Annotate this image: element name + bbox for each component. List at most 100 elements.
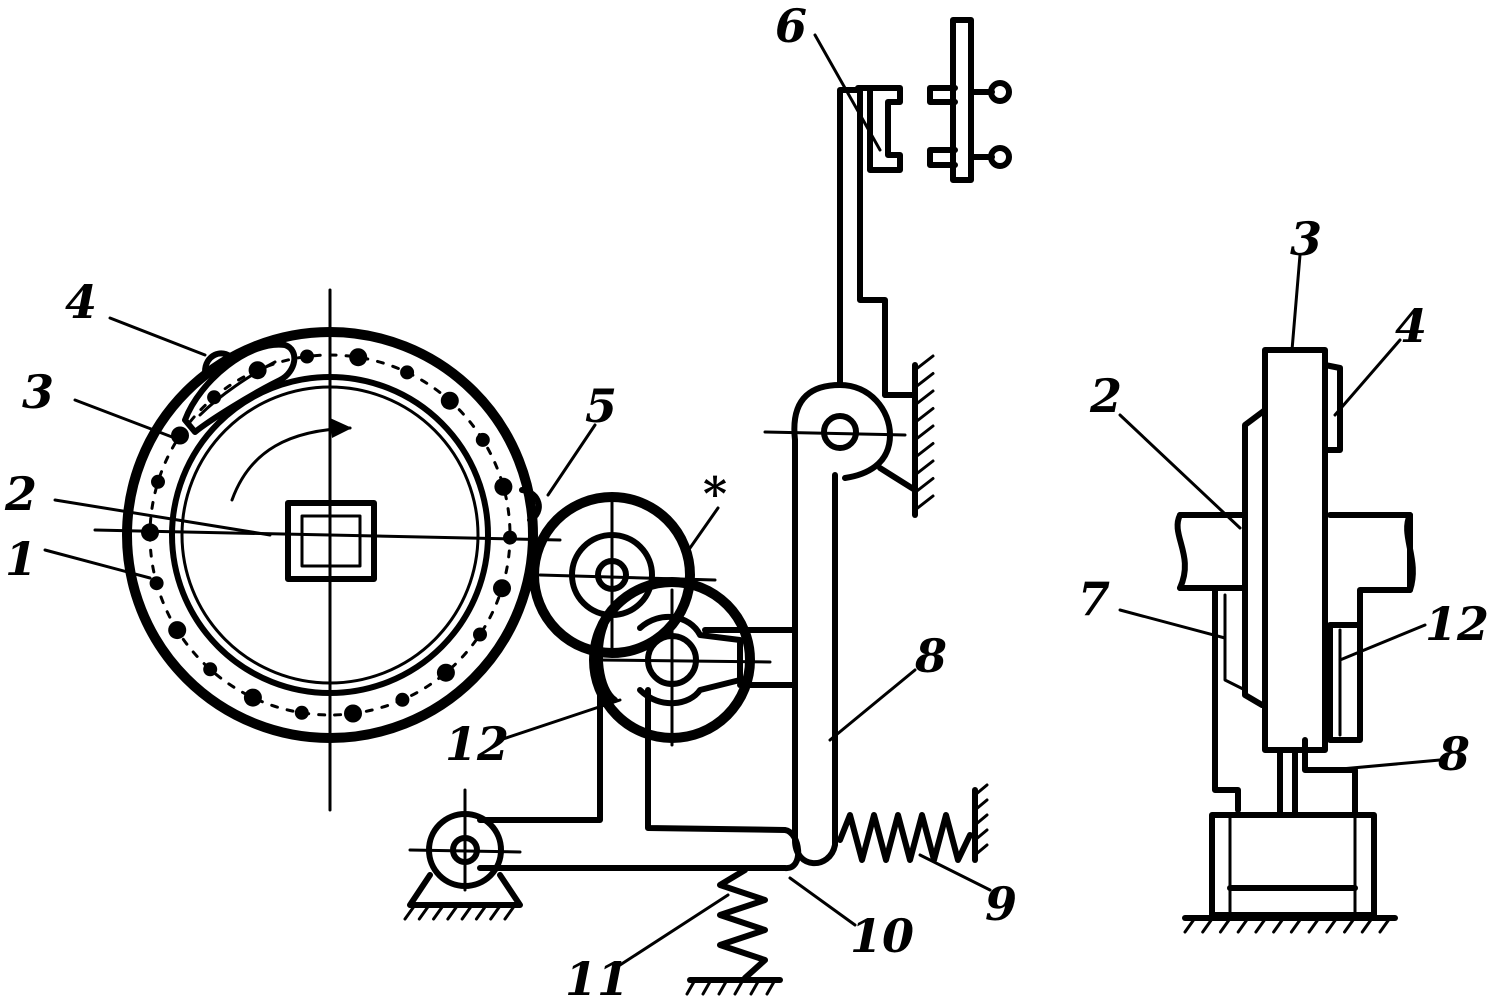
side-label-12: 12 xyxy=(1425,597,1488,651)
disc-pin xyxy=(243,688,262,707)
hatch-stroke xyxy=(1360,916,1374,934)
side-part-7-inner xyxy=(1223,593,1247,692)
hatch-stroke xyxy=(1272,916,1286,934)
hatch-stroke xyxy=(973,828,989,842)
leader-2 xyxy=(53,498,272,537)
disc-pin xyxy=(473,627,487,642)
t-frame-bottom-arm xyxy=(477,687,802,871)
terminal-1 xyxy=(988,80,1012,104)
disc-pin xyxy=(149,576,164,591)
side-label-3: 3 xyxy=(1290,212,1322,266)
disc-inner-ring-2 xyxy=(180,385,480,685)
label-2: 2 xyxy=(4,467,37,521)
leader-11 xyxy=(618,893,730,967)
label-6: 6 xyxy=(775,0,807,53)
hatch-stroke xyxy=(749,978,761,996)
hatch-stroke xyxy=(913,424,935,442)
label-12: 12 xyxy=(445,717,509,771)
hatch-stroke xyxy=(403,903,417,921)
side-base-block xyxy=(1209,812,1377,918)
hatch-stroke xyxy=(474,903,488,921)
leader-9 xyxy=(918,853,992,892)
leader-3 xyxy=(73,398,182,442)
label-5: 5 xyxy=(585,379,617,433)
hatch-stroke xyxy=(913,477,935,494)
hatch-stroke xyxy=(1183,916,1197,934)
pivot-wall-hatch xyxy=(913,354,935,512)
side-label-2: 2 xyxy=(1089,369,1122,423)
side-view xyxy=(1118,253,1442,934)
contact-block xyxy=(855,17,1012,183)
hatch-stroke xyxy=(913,354,935,372)
label-1: 1 xyxy=(5,532,37,586)
lower-cam-haxis xyxy=(598,658,772,664)
hatch-stroke xyxy=(733,978,745,996)
leader-12 xyxy=(498,698,622,742)
label-9: 9 xyxy=(985,877,1017,931)
leader-star xyxy=(688,506,720,550)
label-10: 10 xyxy=(850,909,914,963)
side-leader-8 xyxy=(1328,758,1442,772)
hatch-stroke xyxy=(1307,916,1321,934)
hatch-stroke xyxy=(913,372,935,389)
hatch-stroke xyxy=(973,843,989,857)
leader-6 xyxy=(813,33,882,152)
upright-arm-6 xyxy=(837,87,888,398)
hatch-stroke xyxy=(973,798,989,812)
fixed-contact-clips xyxy=(927,85,958,168)
side-shaft-break-left xyxy=(1174,512,1188,591)
disc-hub-outer xyxy=(285,500,377,582)
leader-8 xyxy=(828,668,917,742)
leader-lines xyxy=(43,33,992,967)
leader-10 xyxy=(788,876,857,927)
disc-pin xyxy=(294,705,309,720)
hatch-stroke xyxy=(446,903,460,921)
disc-inner-ring xyxy=(169,374,491,696)
disc-outer-ring xyxy=(122,327,538,743)
left-pivot-ground-hatch xyxy=(403,903,517,921)
side-part-12 xyxy=(1327,622,1363,743)
hatch-stroke xyxy=(1254,916,1268,934)
label-star: * xyxy=(703,467,727,521)
hatch-stroke xyxy=(685,978,697,996)
disc-pin xyxy=(475,432,490,447)
hatch-stroke xyxy=(765,978,777,996)
label-11: 11 xyxy=(565,952,629,1006)
main-disc xyxy=(93,288,562,812)
rotation-arrow-head xyxy=(330,418,352,438)
hatch-stroke xyxy=(417,903,431,921)
rim-slot-part-4 xyxy=(182,341,298,435)
hatch-stroke xyxy=(1218,916,1232,934)
hatch-stroke xyxy=(913,459,935,477)
side-label-4: 4 xyxy=(1395,299,1427,353)
labels: 4 3 2 1 5 6 * 8 12 9 10 11 3 4 2 7 12 8 xyxy=(4,0,1488,1006)
spring-9-wall-hatch xyxy=(973,783,989,857)
moving-contact xyxy=(855,85,903,173)
disc-pin xyxy=(344,704,362,723)
pivot-link-bottom xyxy=(877,465,918,493)
hatch-stroke xyxy=(973,783,989,797)
hatch-stroke xyxy=(913,442,935,459)
leader-4 xyxy=(108,316,207,357)
disc-pin xyxy=(141,523,159,542)
hatch-stroke xyxy=(701,978,713,996)
lower-cam-profile xyxy=(637,613,743,707)
side-label-8: 8 xyxy=(1437,727,1470,781)
disc-pin xyxy=(349,348,368,367)
rim-slot-inner xyxy=(198,360,277,417)
cam-assembly xyxy=(529,492,772,747)
hatch-stroke xyxy=(489,903,503,921)
spring-11-ground-hatch xyxy=(685,978,777,996)
disc-pin xyxy=(168,621,187,640)
part-4-bump xyxy=(202,350,235,375)
disc-pin xyxy=(503,530,517,545)
hatch-stroke xyxy=(1325,916,1339,934)
hatch-stroke xyxy=(913,389,935,407)
hatch-stroke xyxy=(913,407,935,424)
side-ground-hatch xyxy=(1183,916,1392,934)
side-label-7: 7 xyxy=(1078,572,1110,626)
label-8: 8 xyxy=(914,629,947,683)
lever-system xyxy=(403,87,989,996)
